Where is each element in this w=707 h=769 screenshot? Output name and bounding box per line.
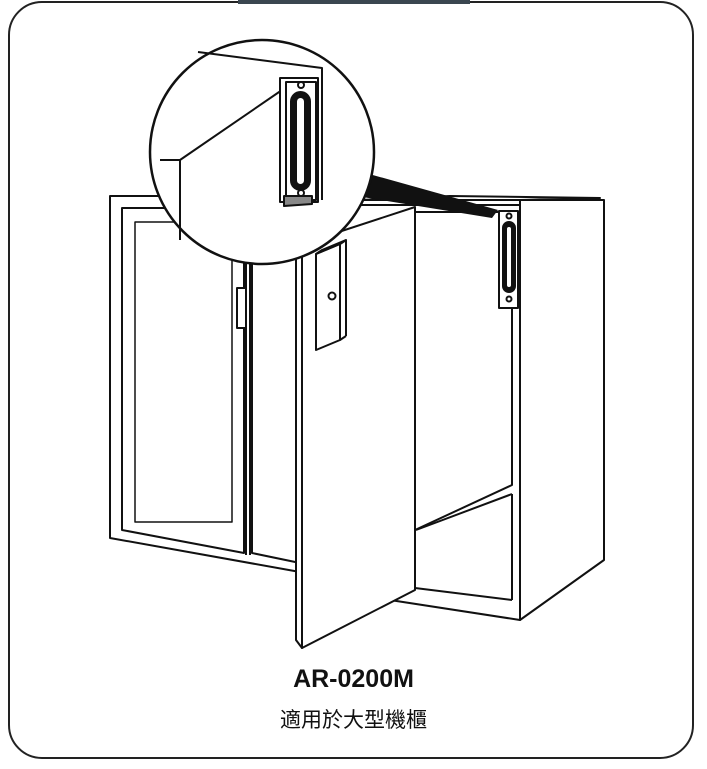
zoom-detail: [148, 38, 376, 266]
electromagnetic-lock-icon: [498, 210, 519, 309]
cabinet-handle: [236, 287, 247, 329]
armature-plate-icon: [315, 239, 347, 351]
open-door: [295, 206, 416, 649]
model-number: AR-0200M: [293, 665, 414, 693]
zoom-connector: [350, 172, 498, 218]
product-description: 適用於大型機櫃: [280, 708, 427, 732]
top-accent-strip: [238, 0, 470, 4]
